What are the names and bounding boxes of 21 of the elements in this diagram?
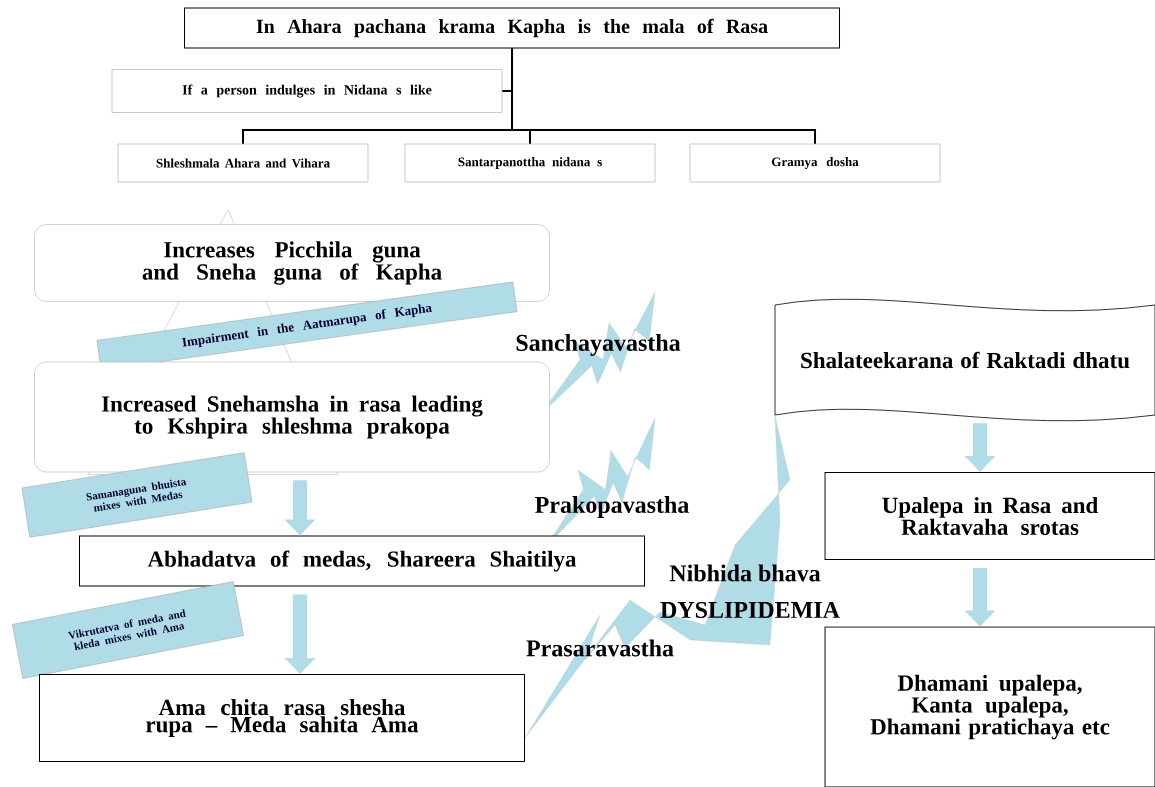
text-box: Abhadatva of medas, Shareera Shaitilya bbox=[79, 535, 645, 587]
rounded-box: Increased Snehamsha in rasa leading to Kshpira shleshma prakopa bbox=[34, 361, 550, 473]
banner: Vikrutatva of meda and kleda mixes with Ama bbox=[12, 581, 244, 679]
text-box: If a person indulges in Nidana s like bbox=[111, 69, 503, 113]
banner: Samanaguna bhuista mixes with Medas bbox=[21, 452, 253, 538]
stage-label: Prakopavastha bbox=[535, 496, 689, 518]
text-box: Santarpanottha nidana s bbox=[404, 143, 656, 183]
text-box: Ama chita rasa shesha rupa – Meda sahita Ama bbox=[39, 674, 525, 762]
stage-label: DYSLIPIDEMIA bbox=[660, 601, 840, 619]
text-box: In Ahara pachana krama Kapha is the mala of Rasa bbox=[184, 7, 840, 49]
text-box: Upalepa in Rasa and Raktavaha srotas bbox=[824, 472, 1155, 560]
stage-label: Nibhida bhava bbox=[669, 564, 821, 582]
text-box: Gramya dosha bbox=[689, 143, 941, 183]
rounded-box: Increases Picchila guna and Sneha guna of Kapha bbox=[34, 224, 550, 302]
connector-line bbox=[511, 47, 816, 145]
wave-box: Shalateekarana of Raktadi dhatu bbox=[774, 299, 1155, 422]
text-box: Dhamani upalepa, Kanta upalepa, Dhamani pratichaya etc bbox=[824, 626, 1155, 787]
stage-label: Prasaravastha bbox=[526, 639, 674, 657]
stage-label: Sanchayavastha bbox=[516, 334, 681, 356]
lightning-arrow bbox=[524, 415, 791, 739]
text-box: Shleshmala Ahara and Vihara bbox=[117, 143, 369, 183]
